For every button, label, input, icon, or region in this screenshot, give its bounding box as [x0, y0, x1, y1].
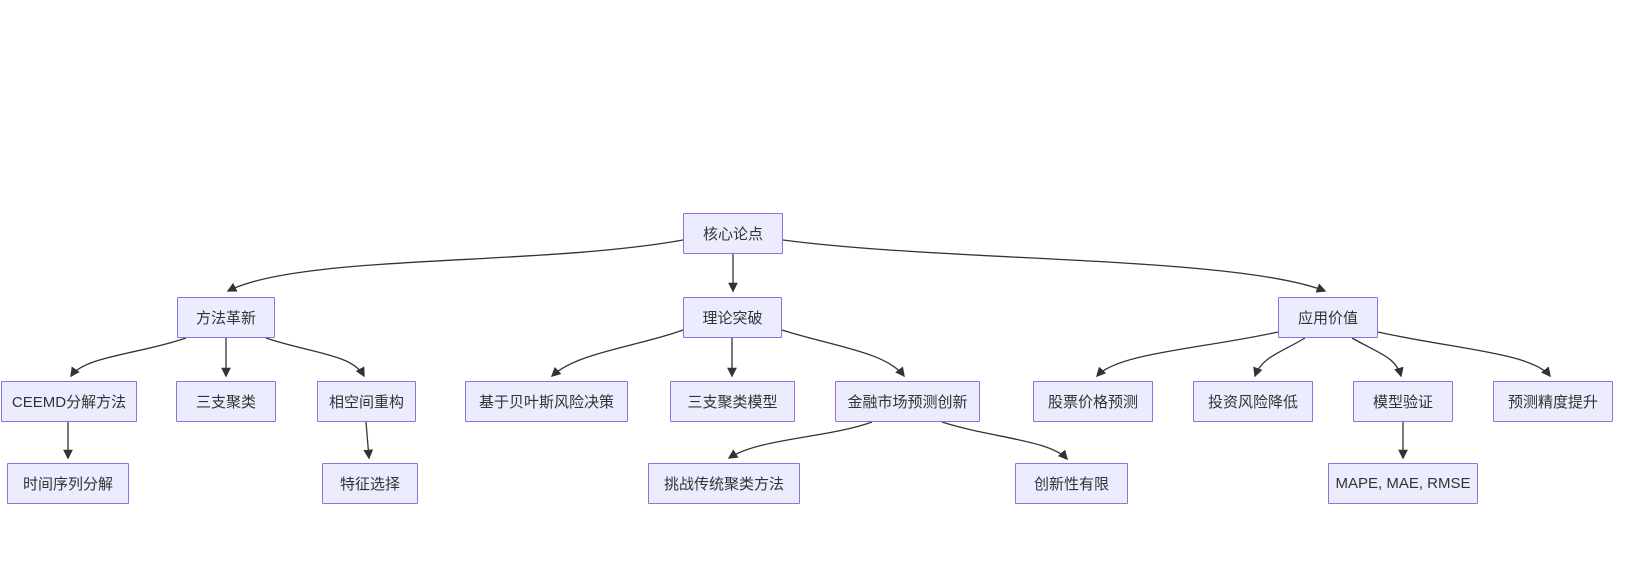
edge-application-to-accuracy [1377, 331, 1551, 378]
edge-phase-to-feature [363, 421, 374, 460]
node-stock-price-prediction: 股票价格预测 [1033, 381, 1153, 422]
node-challenge-traditional-clustering: 挑战传统聚类方法 [648, 463, 800, 504]
node-financial-market-prediction-innovation: 金融市场预测创新 [835, 381, 980, 422]
node-feature-selection: 特征选择 [322, 463, 418, 504]
node-phase-space-reconstruction: 相空间重构 [317, 381, 416, 422]
edge-application-to-validation [1351, 337, 1404, 378]
node-error-metrics: MAPE, MAE, RMSE [1328, 463, 1478, 504]
node-prediction-accuracy-improvement: 预测精度提升 [1493, 381, 1613, 422]
node-three-way-clustering-model: 三支聚类模型 [670, 381, 795, 422]
edge-theory-to-financial [781, 329, 905, 378]
edge-core-to-application [782, 239, 1327, 293]
node-three-way-clustering: 三支聚类 [176, 381, 276, 422]
edge-application-to-stock [1096, 331, 1279, 378]
node-theory-breakthrough: 理论突破 [683, 297, 782, 338]
edge-application-to-risk [1253, 337, 1306, 378]
node-model-validation: 模型验证 [1353, 381, 1453, 422]
node-investment-risk-reduction: 投资风险降低 [1193, 381, 1313, 422]
node-time-series-decomposition: 时间序列分解 [7, 463, 129, 504]
edge-theory-to-bayes [550, 329, 684, 377]
node-application-value: 应用价值 [1278, 297, 1378, 338]
edge-financial-to-challenge [727, 421, 873, 459]
edge-method-to-ceemd [70, 337, 187, 378]
node-method-innovation: 方法革新 [177, 297, 275, 338]
edge-financial-to-limited [941, 421, 1068, 461]
node-core-argument: 核心论点 [683, 213, 783, 254]
edge-core-to-method [226, 239, 684, 292]
node-bayesian-risk-decision: 基于贝叶斯风险决策 [465, 381, 628, 422]
node-limited-innovation: 创新性有限 [1015, 463, 1128, 504]
node-ceemd-decomposition: CEEMD分解方法 [1, 381, 137, 422]
edge-method-to-phase [265, 337, 365, 378]
